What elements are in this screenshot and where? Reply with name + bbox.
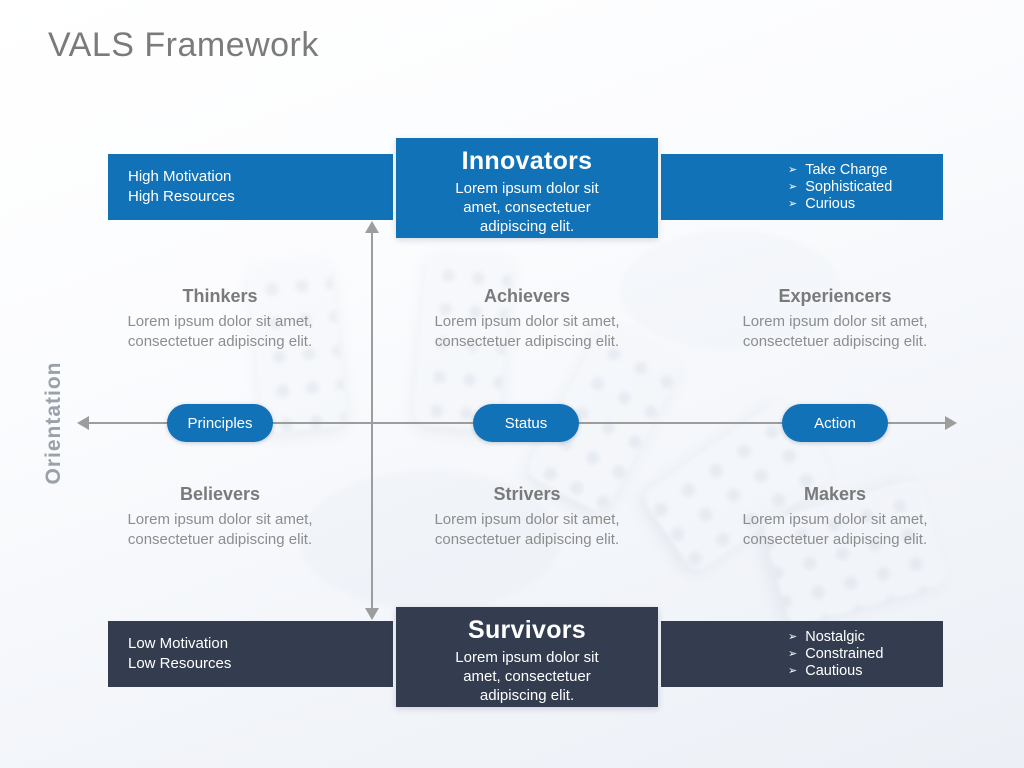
list-item: ➢ Nostalgic [788,629,943,646]
survivors-body: Lorem ipsum dolor sit amet, consectetuer… [455,649,599,704]
list-item: ➢ Sophisticated [788,179,943,196]
arrow-bullet-icon: ➢ [788,664,798,677]
arrow-bullet-icon: ➢ [788,180,798,193]
segment-experiencers: Experiencers Lorem ipsum dolor sit amet,… [720,286,950,351]
axis-arrow-right-icon [945,416,957,430]
survivors-box: Survivors Lorem ipsum dolor sit amet, co… [396,607,658,707]
list-item: ➢ Take Charge [788,162,943,179]
low-motivation-bar: Low Motivation Low Resources [108,621,393,687]
bar-label-line: Low Resources [128,655,232,672]
axis-arrow-down-icon [365,608,379,620]
segment-makers: Makers Lorem ipsum dolor sit amet, conse… [720,484,950,549]
list-item: ➢ Constrained [788,646,943,663]
segment-title: Makers [803,484,867,504]
oval-status: Status [473,404,579,442]
arrow-bullet-icon: ➢ [788,647,798,660]
oval-label: Status [504,414,548,432]
bar-label-line: Low Motivation [128,635,229,652]
axis-arrow-up-icon [365,221,379,233]
trait-label: Nostalgic [805,628,865,645]
innovators-body: Lorem ipsum dolor sit amet, consectetuer… [455,180,599,235]
segment-title: Achievers [483,286,571,306]
oval-principles: Principles [167,404,273,442]
axis-arrow-left-icon [77,416,89,430]
survivors-title: Survivors [467,616,587,644]
segment-strivers: Strivers Lorem ipsum dolor sit amet, con… [412,484,642,549]
arrow-bullet-icon: ➢ [788,163,798,176]
list-item: ➢ Cautious [788,663,943,680]
page-title: VALS Framework [48,26,319,64]
segment-body: Lorem ipsum dolor sit amet, consectetuer… [434,511,620,548]
segment-body: Lorem ipsum dolor sit amet, consectetuer… [742,313,928,350]
segment-title: Experiencers [778,286,892,306]
segment-believers: Believers Lorem ipsum dolor sit amet, co… [105,484,335,549]
segment-achievers: Achievers Lorem ipsum dolor sit amet, co… [412,286,642,351]
vertical-axis-line [371,232,373,610]
trait-label: Cautious [805,662,863,679]
innovators-traits-bar: ➢ Take Charge ➢ Sophisticated ➢ Curious [661,154,943,220]
trait-label: Take Charge [805,161,888,178]
oval-label: Action [814,414,856,432]
trait-label: Constrained [805,645,884,662]
trait-label: Curious [805,195,856,212]
bar-label-line: High Motivation [128,168,232,185]
list-item: ➢ Curious [788,196,943,213]
trait-label: Sophisticated [805,178,893,195]
segment-title: Believers [179,484,261,504]
segment-body: Lorem ipsum dolor sit amet, consectetuer… [127,511,313,548]
y-axis-label: Orientation [42,361,65,485]
arrow-bullet-icon: ➢ [788,630,798,643]
innovators-title: Innovators [461,147,593,175]
oval-action: Action [782,404,888,442]
segment-title: Thinkers [182,286,258,306]
arrow-bullet-icon: ➢ [788,197,798,210]
segment-title: Strivers [493,484,561,504]
segment-thinkers: Thinkers Lorem ipsum dolor sit amet, con… [105,286,335,351]
innovators-box: Innovators Lorem ipsum dolor sit amet, c… [396,138,658,238]
segment-body: Lorem ipsum dolor sit amet, consectetuer… [127,313,313,350]
high-motivation-bar: High Motivation High Resources [108,154,393,220]
segment-body: Lorem ipsum dolor sit amet, consectetuer… [742,511,928,548]
survivors-traits-bar: ➢ Nostalgic ➢ Constrained ➢ Cautious [661,621,943,687]
oval-label: Principles [187,414,253,432]
bar-label-line: High Resources [128,188,235,205]
segment-body: Lorem ipsum dolor sit amet, consectetuer… [434,313,620,350]
